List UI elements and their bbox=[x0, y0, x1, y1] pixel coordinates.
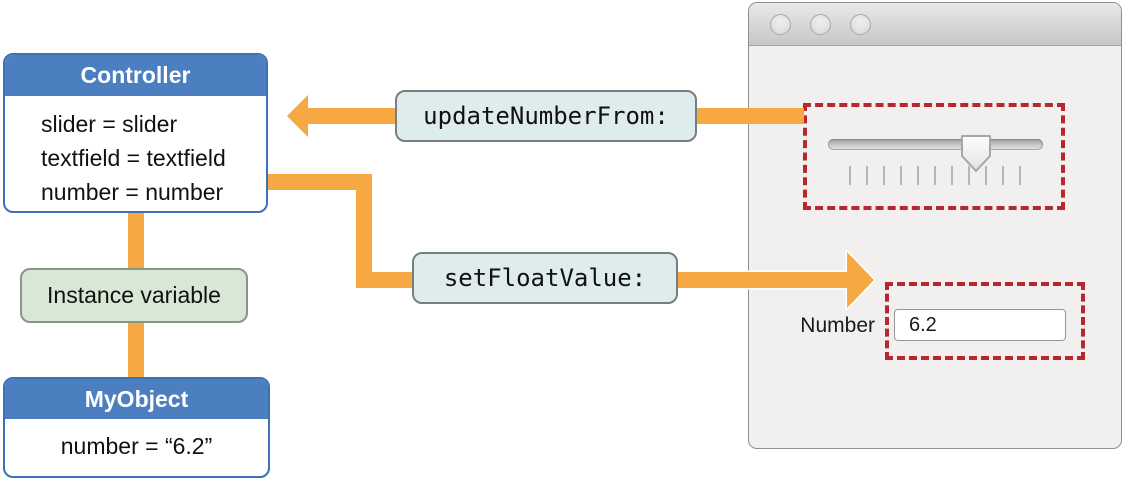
slider-highlight-box bbox=[803, 103, 1065, 210]
connector-ivar-myobject bbox=[128, 318, 144, 384]
instance-variable-box: Instance variable bbox=[20, 268, 248, 323]
slider-tick bbox=[900, 166, 902, 185]
controller-title: Controller bbox=[5, 55, 266, 96]
textfield-highlight-box bbox=[885, 282, 1085, 360]
slider-tick bbox=[917, 166, 919, 185]
number-field-label: Number bbox=[800, 314, 875, 337]
myobject-box: MyObject number = “6.2” bbox=[3, 377, 270, 478]
slider-tick bbox=[934, 166, 936, 185]
number-field-input[interactable] bbox=[894, 309, 1066, 341]
controller-line-slider: slider = slider bbox=[41, 111, 178, 137]
window-titlebar[interactable] bbox=[749, 3, 1121, 46]
slider-tick bbox=[968, 166, 970, 185]
set-float-value-label: setFloatValue: bbox=[412, 252, 678, 304]
update-number-from-label: updateNumberFrom: bbox=[395, 90, 697, 142]
slider-tick bbox=[1019, 166, 1021, 185]
myobject-title: MyObject bbox=[5, 379, 268, 419]
controller-line-textfield: textfield = textfield bbox=[41, 145, 226, 171]
slider-tick bbox=[985, 166, 987, 185]
connector-controller-ivar bbox=[128, 206, 144, 274]
controller-body: slider = slider textfield = textfield nu… bbox=[5, 96, 266, 209]
slider-track[interactable] bbox=[828, 139, 1043, 150]
controller-line-number: number = number bbox=[41, 179, 224, 205]
slider-thumb[interactable] bbox=[960, 134, 992, 174]
slider-tick bbox=[951, 166, 953, 185]
slider-tick bbox=[883, 166, 885, 185]
myobject-line-number: number = “6.2” bbox=[60, 433, 213, 459]
window-zoom-button-icon[interactable] bbox=[850, 13, 871, 35]
window-minimize-button-icon[interactable] bbox=[810, 13, 831, 35]
slider-tick bbox=[1002, 166, 1004, 185]
slider-ticks bbox=[849, 166, 1021, 185]
slider[interactable] bbox=[828, 130, 1043, 180]
app-window bbox=[748, 2, 1122, 449]
controller-box: Controller slider = slider textfield = t… bbox=[3, 53, 268, 213]
slider-tick bbox=[866, 166, 868, 185]
window-close-button-icon[interactable] bbox=[770, 13, 791, 35]
slider-tick bbox=[849, 166, 851, 185]
